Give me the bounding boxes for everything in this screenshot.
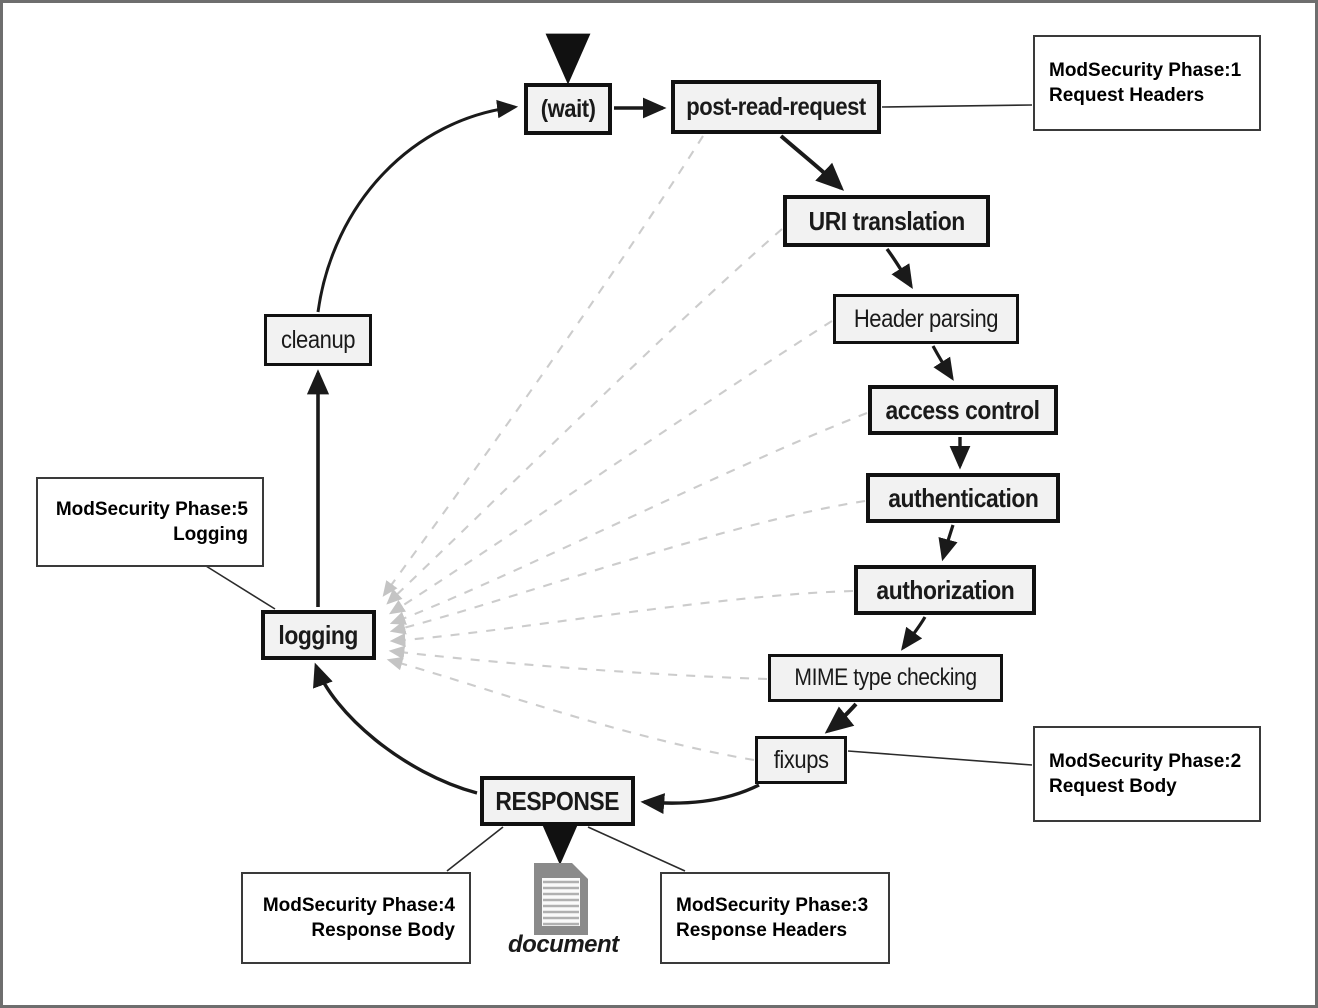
node-uri-translation-label: URI translation xyxy=(808,205,965,236)
callout-phase4-line2: Response Body xyxy=(311,920,455,941)
edge-logging-to-post-read-request xyxy=(382,135,704,597)
callout-phase2-line1: ModSecurity Phase:2 xyxy=(1049,750,1242,772)
callout-phase2-line2: Request Body xyxy=(1049,776,1177,797)
node-fixups[interactable]: fixups xyxy=(755,736,847,784)
callout-phase3-line1: ModSecurity Phase:3 xyxy=(676,894,869,916)
node-post-read-request[interactable]: post-read-request xyxy=(671,80,881,134)
edge-logging-to-mime-type-checking xyxy=(388,645,768,681)
edge-response-to-logging xyxy=(313,662,478,795)
callout-phase3-line2: Response Headers xyxy=(676,920,848,941)
node-mime-type-checking[interactable]: MIME type checking xyxy=(768,654,1003,702)
edge-authorization-to-mime-type-checking xyxy=(901,616,927,651)
node-logging[interactable]: logging xyxy=(261,610,376,660)
edge-mime-type-checking-to-fixups xyxy=(824,702,858,734)
edge-logging-to-fixups xyxy=(386,656,755,762)
node-access-control[interactable]: access control xyxy=(868,385,1058,435)
node-mime-type-checking-label: MIME type checking xyxy=(794,664,977,691)
node-access-control-label: access control xyxy=(885,394,1041,425)
node-post-read-request-label: post-read-request xyxy=(686,92,866,121)
document-page-icon xyxy=(534,863,588,935)
callout-phase4-line1: ModSecurity Phase:4 xyxy=(262,894,455,916)
callout-phase1-line2: Request Headers xyxy=(1049,85,1205,106)
callout-phase5-line1: ModSecurity Phase:5 xyxy=(55,498,248,520)
node-fixups-label: fixups xyxy=(773,745,829,774)
node-authorization-label: authorization xyxy=(876,574,1014,605)
edge-logging-to-access-control xyxy=(389,412,868,625)
node-wait[interactable]: (wait) xyxy=(524,83,612,135)
leader-phase3 xyxy=(587,826,686,872)
edge-header-parsing-to-access-control xyxy=(931,345,954,381)
node-header-parsing-label: Header parsing xyxy=(853,304,999,333)
leader-phase5 xyxy=(205,565,276,610)
edge-logging-to-authentication xyxy=(389,499,866,635)
node-authentication-label: authentication xyxy=(887,482,1039,513)
edge-authentication-to-authorization xyxy=(938,524,958,562)
node-uri-translation[interactable]: URI translation xyxy=(783,195,990,247)
callout-modsecurity-phase-5: ModSecurity Phase:5 Logging xyxy=(36,477,264,567)
node-authorization[interactable]: authorization xyxy=(854,565,1036,615)
document-caption: document xyxy=(508,931,619,959)
node-cleanup[interactable]: cleanup xyxy=(264,314,372,366)
callout-modsecurity-phase-4: ModSecurity Phase:4 Response Body xyxy=(241,872,471,964)
edge-post-read-request-to-uri-translation xyxy=(779,134,845,191)
edge-logging-to-authorization xyxy=(389,589,854,647)
node-wait-label: (wait) xyxy=(540,94,596,123)
callout-modsecurity-phase-3: ModSecurity Phase:3 Response Headers xyxy=(660,872,890,964)
document-caption-label: document xyxy=(508,931,619,958)
edge-uri-translation-to-header-parsing xyxy=(885,247,913,290)
solid-flow-edges xyxy=(306,33,971,866)
edge-logging-to-uri-translation xyxy=(386,228,783,605)
callout-phase1-line1: ModSecurity Phase:1 xyxy=(1049,59,1242,81)
callout-modsecurity-phase-1: ModSecurity Phase:1 Request Headers xyxy=(1033,35,1261,131)
node-logging-label: logging xyxy=(278,619,359,650)
edge-fixups-to-response xyxy=(640,783,760,814)
leader-phase4 xyxy=(446,826,504,872)
callout-modsecurity-phase-2: ModSecurity Phase:2 Request Body xyxy=(1033,726,1261,822)
leader-phase2 xyxy=(847,750,1033,766)
node-response-label: RESPONSE xyxy=(495,785,620,816)
node-response[interactable]: RESPONSE xyxy=(480,776,635,826)
node-authentication[interactable]: authentication xyxy=(866,473,1060,523)
edge-cleanup-to-wait xyxy=(316,99,519,313)
node-header-parsing[interactable]: Header parsing xyxy=(833,294,1019,344)
callout-phase5-line2: Logging xyxy=(173,524,248,545)
edge-logging-to-header-parsing xyxy=(389,320,833,615)
leader-phase1 xyxy=(881,104,1033,108)
node-cleanup-label: cleanup xyxy=(280,325,355,354)
